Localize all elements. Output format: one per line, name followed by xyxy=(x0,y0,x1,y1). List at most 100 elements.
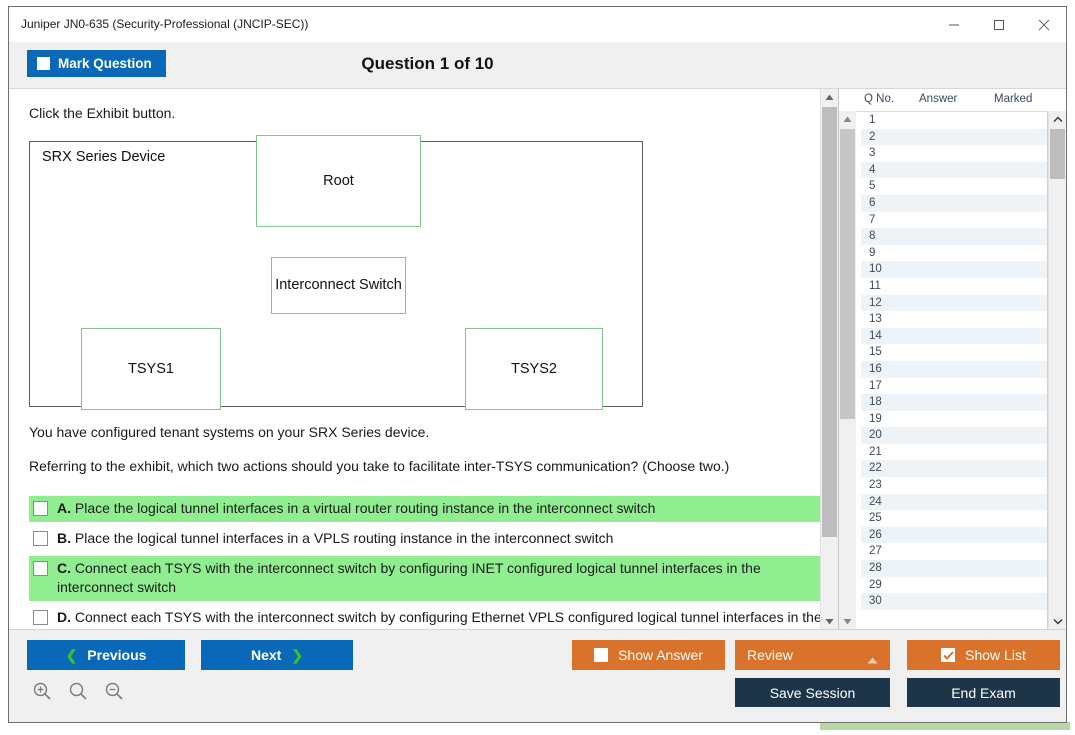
question-list-header: Q No. Answer Marked xyxy=(839,89,1066,112)
save-session-label: Save Session xyxy=(769,684,856,701)
question-list-row-number: 15 xyxy=(869,346,882,359)
diagram-box-tsys1-label: TSYS1 xyxy=(128,360,174,377)
question-list-row[interactable]: 21 xyxy=(861,444,1047,461)
question-list-row[interactable]: 17 xyxy=(861,378,1047,395)
zoom-in-icon[interactable] xyxy=(29,678,55,704)
content-scrollbar[interactable] xyxy=(820,89,838,630)
show-answer-checkbox[interactable] xyxy=(594,648,609,662)
question-list-row[interactable]: 5 xyxy=(861,178,1047,195)
content-scroll-thumb[interactable] xyxy=(822,107,837,537)
question-list-row-number: 25 xyxy=(869,512,882,525)
list-scroll-thumb[interactable] xyxy=(1050,129,1065,179)
list-scroll-up-icon[interactable] xyxy=(1049,111,1066,128)
exam-window: Juniper JN0-635 (Security-Professional (… xyxy=(8,6,1067,723)
question-list-row[interactable]: 2 xyxy=(861,128,1047,146)
question-list-row-number: 20 xyxy=(869,429,882,442)
mark-question-button[interactable]: Mark Question xyxy=(27,50,166,77)
question-list-row[interactable]: 24 xyxy=(861,493,1047,511)
question-list-row-number: 8 xyxy=(869,230,876,243)
show-list-button[interactable]: Show List xyxy=(907,640,1060,670)
question-list-row[interactable]: 28 xyxy=(861,560,1047,577)
answer-option-letter: A. xyxy=(57,500,71,516)
column-header-q-no: Q No. xyxy=(864,93,895,105)
chevron-left-icon: ❮ xyxy=(65,647,78,663)
question-list-row[interactable]: 13 xyxy=(861,311,1047,328)
answer-option-b[interactable]: B. Place the logical tunnel interfaces i… xyxy=(29,526,828,552)
minimize-icon[interactable] xyxy=(931,7,976,42)
answer-option-a[interactable]: A. Place the logical tunnel interfaces i… xyxy=(29,496,828,522)
question-list-row-number: 7 xyxy=(869,213,876,226)
question-list-row[interactable]: 4 xyxy=(861,161,1047,179)
diagram-box-tsys2: TSYS2 xyxy=(465,328,603,410)
question-list-row-number: 13 xyxy=(869,313,882,326)
end-exam-button[interactable]: End Exam xyxy=(907,678,1060,707)
question-list-row[interactable]: 30 xyxy=(861,593,1047,610)
question-list-scrollbar[interactable] xyxy=(1048,111,1066,630)
answer-option-checkbox[interactable] xyxy=(33,609,48,625)
question-list-row-number: 18 xyxy=(869,396,882,409)
question-list-row[interactable]: 6 xyxy=(861,194,1047,212)
question-list-row[interactable]: 19 xyxy=(861,411,1047,428)
answer-option-d[interactable]: D. Connect each TSYS with the interconne… xyxy=(29,605,828,630)
question-list-row[interactable]: 18 xyxy=(861,394,1047,411)
question-list-row[interactable]: 12 xyxy=(861,294,1047,312)
mark-question-checkbox[interactable] xyxy=(37,57,50,70)
previous-button-label: Previous xyxy=(87,647,147,663)
question-list-row[interactable]: 7 xyxy=(861,212,1047,229)
question-list-outer-scrollbar[interactable] xyxy=(839,111,856,630)
question-list-row-number: 6 xyxy=(869,196,876,209)
next-button[interactable]: Next ❯ xyxy=(201,640,353,670)
content-scroll-up-icon[interactable] xyxy=(821,89,838,106)
question-content: Click the Exhibit button. SRX Series Dev… xyxy=(29,89,828,630)
question-list-row[interactable]: 27 xyxy=(861,543,1047,560)
outer-list-scroll-thumb[interactable] xyxy=(840,129,855,419)
question-list-row[interactable]: 15 xyxy=(861,344,1047,361)
show-answer-button[interactable]: Show Answer xyxy=(572,640,725,670)
question-list-row[interactable]: 29 xyxy=(861,577,1047,594)
answer-option-c[interactable]: C. Connect each TSYS with the interconne… xyxy=(29,555,828,601)
outer-list-scroll-down-icon[interactable] xyxy=(839,613,856,630)
outer-list-scroll-up-icon[interactable] xyxy=(839,111,856,128)
answer-option-checkbox[interactable] xyxy=(33,530,48,546)
question-list-row[interactable]: 25 xyxy=(861,510,1047,527)
column-header-answer: Answer xyxy=(919,93,958,105)
question-list-row-number: 26 xyxy=(869,528,882,541)
save-session-button[interactable]: Save Session xyxy=(735,678,890,707)
question-list-row[interactable]: 3 xyxy=(861,145,1047,162)
question-list-row[interactable]: 20 xyxy=(861,427,1047,444)
list-scroll-down-icon[interactable] xyxy=(1049,613,1066,630)
question-list-row[interactable]: 14 xyxy=(861,327,1047,345)
zoom-out-icon[interactable] xyxy=(101,678,127,704)
answer-option-checkbox[interactable] xyxy=(33,560,48,576)
content-scroll-down-icon[interactable] xyxy=(821,613,838,630)
answer-option-letter: C. xyxy=(57,559,71,576)
question-list-row[interactable]: 10 xyxy=(861,261,1047,278)
question-list-row[interactable]: 16 xyxy=(861,360,1047,378)
answer-option-checkbox[interactable] xyxy=(33,501,48,516)
show-list-checkbox[interactable] xyxy=(941,648,956,662)
question-list-row[interactable]: 9 xyxy=(861,245,1047,262)
question-list-row-number: 12 xyxy=(869,296,882,309)
show-answer-label: Show Answer xyxy=(618,647,703,663)
diagram-box-interconnect-switch-label: Interconnect Switch xyxy=(275,277,402,294)
question-list-row[interactable]: 23 xyxy=(861,477,1047,494)
question-list-row[interactable]: 11 xyxy=(861,278,1047,295)
question-content-panel: Click the Exhibit button. SRX Series Dev… xyxy=(9,89,838,630)
question-list-row[interactable]: 26 xyxy=(861,526,1047,544)
question-list-row[interactable]: 22 xyxy=(861,460,1047,478)
diagram-box-tsys2-label: TSYS2 xyxy=(511,360,557,377)
answer-option-body: Connect each TSYS with the interconnect … xyxy=(57,608,822,630)
question-list-row[interactable]: 8 xyxy=(861,228,1047,245)
question-list-row[interactable]: 1 xyxy=(861,112,1047,129)
answer-option-body: Connect each TSYS with the interconnect … xyxy=(57,559,761,595)
review-dropdown[interactable]: Review xyxy=(735,640,890,670)
zoom-reset-icon[interactable] xyxy=(65,678,91,704)
previous-button[interactable]: ❮ Previous xyxy=(27,640,185,670)
close-icon[interactable] xyxy=(1021,7,1066,42)
question-list-row-number: 5 xyxy=(869,180,876,193)
answer-option-text: C. Connect each TSYS with the interconne… xyxy=(57,559,824,597)
maximize-icon[interactable] xyxy=(976,7,1021,42)
question-statement-line-1: You have configured tenant systems on yo… xyxy=(29,424,430,440)
